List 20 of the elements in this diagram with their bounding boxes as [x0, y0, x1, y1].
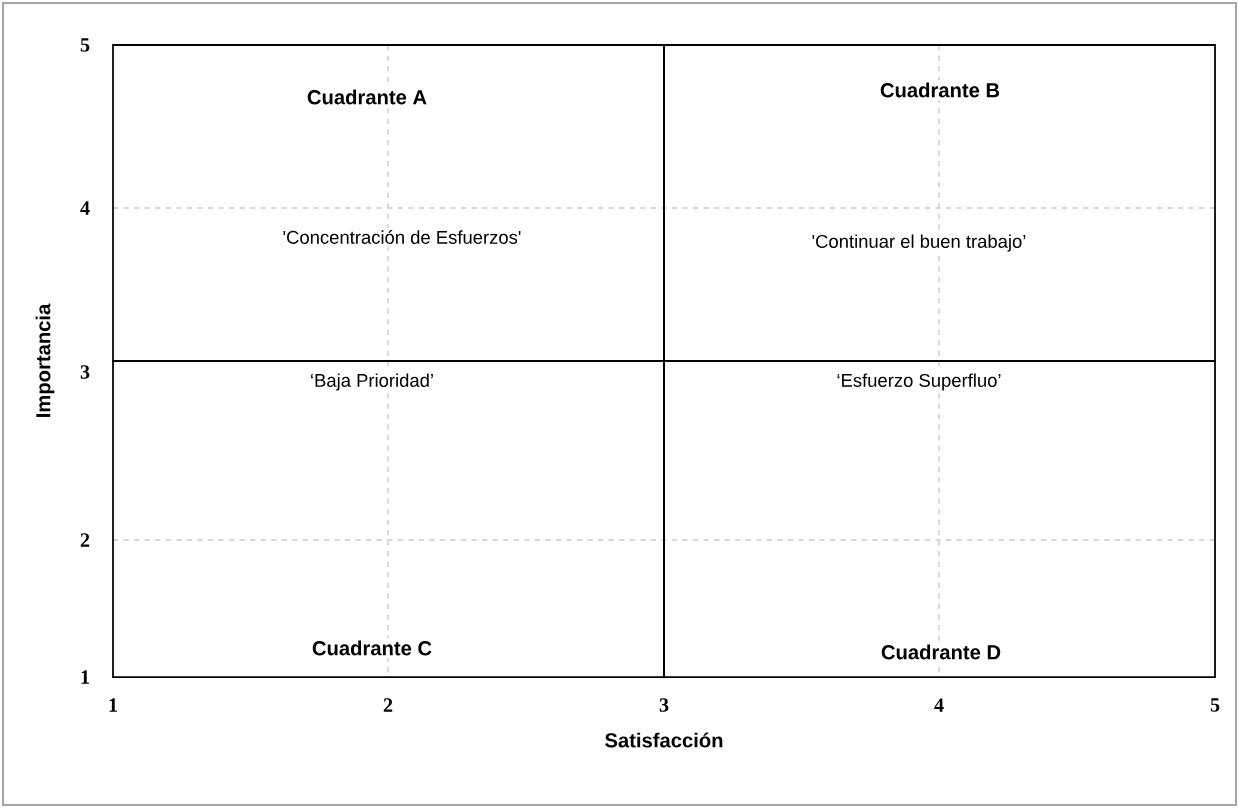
axis-title: Importancia	[35, 303, 55, 417]
tick-label: 3	[659, 698, 669, 712]
quadrant-title: Cuadrante D	[878, 641, 1004, 663]
quadrant-label: ‘Baja Prioridad’	[307, 370, 437, 394]
tick-label: 4	[934, 698, 944, 712]
quadrant-label: 'Continuar el buen trabajo’	[808, 231, 1030, 255]
tick-label: 4	[80, 201, 90, 215]
axis-title: Satisfacción	[605, 732, 723, 748]
tick-label: 3	[80, 365, 90, 379]
quadrant-label: ‘Esfuerzo Superfluo’	[833, 370, 1005, 394]
quadrant-title: Cuadrante B	[877, 79, 1003, 101]
quadrant-label: 'Concentración de Esfuerzos'	[279, 227, 525, 247]
tick-label: 5	[80, 38, 90, 52]
quadrant-title: Cuadrante A	[304, 86, 430, 108]
tick-label: 1	[109, 698, 117, 712]
tick-label: 2	[80, 533, 90, 547]
quadrant-title: Cuadrante C	[309, 637, 435, 659]
tick-label: 2	[383, 698, 393, 712]
tick-label: 5	[1210, 698, 1220, 712]
tick-label: 1	[81, 670, 89, 684]
